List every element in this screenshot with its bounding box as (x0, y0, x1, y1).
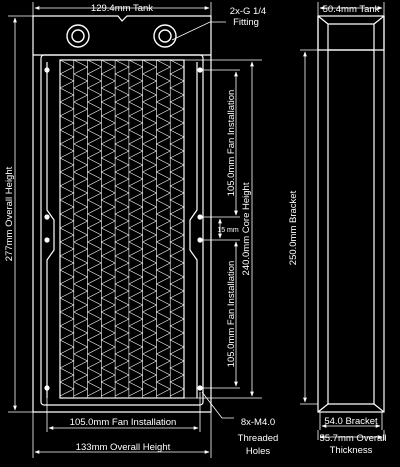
threaded-label-line3: Holes (246, 446, 271, 457)
threaded-label-line1: 8x-M4.0 (241, 417, 275, 428)
fin-zigzag (114, 59, 130, 397)
front-dimensions (8, 2, 262, 458)
fitting-label-line2: Fitting (233, 17, 259, 28)
hole-gap-label: 15 mm (217, 227, 239, 234)
fin-zigzag (73, 59, 89, 397)
fittings (66, 24, 177, 48)
mounting-holes (44, 67, 203, 391)
bracket-profile-left (46, 62, 55, 398)
fan-install-horizontal-label: 105.0mm Fan Installation (70, 417, 177, 428)
fin-zigzag (86, 59, 102, 397)
mount-hole (44, 67, 50, 73)
fin-zigzag (169, 59, 185, 397)
tank-width-label: 129.4mm Tank (91, 3, 153, 14)
mount-hole (44, 385, 50, 391)
fin-zigzag (59, 59, 75, 397)
thickness-label-line2: Thickness (330, 445, 373, 456)
threaded-label-line2: Threaded (238, 433, 279, 444)
overall-width-label: 133mm Overall Height (76, 442, 171, 453)
side-view (317, 15, 385, 413)
radiator-fins (59, 59, 185, 398)
mount-hole (197, 67, 203, 73)
thickness-label-line1: 55.7mm Overall (319, 433, 386, 444)
mount-hole (44, 214, 50, 220)
bracket-profile-right (189, 62, 198, 398)
fan-install-bottom-label: 105.0mm Fan Installation (226, 261, 237, 368)
side-dimensions (300, 2, 385, 440)
fitting-label-line1: 2x-G 1/4 (230, 6, 266, 17)
fan-install-top-label: 105.0mm Fan Installation (226, 90, 237, 197)
core-height-label: 240.0mm Core Height (241, 182, 252, 275)
dimension-labels: 129.4mm Tank 2x-G 1/4 Fitting 50.4mm Tan… (4, 3, 387, 457)
fitting-left (66, 24, 90, 48)
mount-hole (197, 385, 203, 391)
bracket-height-label: 250.0mm Bracket (288, 190, 299, 265)
fin-zigzag (155, 59, 171, 397)
mount-hole (197, 214, 203, 220)
mount-hole (44, 237, 50, 243)
radiator-core (59, 59, 185, 399)
inner-frame (40, 54, 204, 406)
fin-zigzag (100, 59, 116, 397)
mount-hole (197, 237, 203, 243)
fin-zigzag (142, 59, 158, 397)
overall-height-label: 277mm Overall Height (4, 166, 15, 261)
bracket-width-label: 54.0 Bracket (324, 416, 378, 427)
side-tank-label: 50.4mm Tank (323, 4, 380, 15)
side-body (317, 15, 385, 413)
fin-zigzag (128, 59, 144, 397)
side-inner (327, 23, 375, 405)
fitting-right (153, 24, 177, 48)
tank-outline (32, 15, 212, 55)
